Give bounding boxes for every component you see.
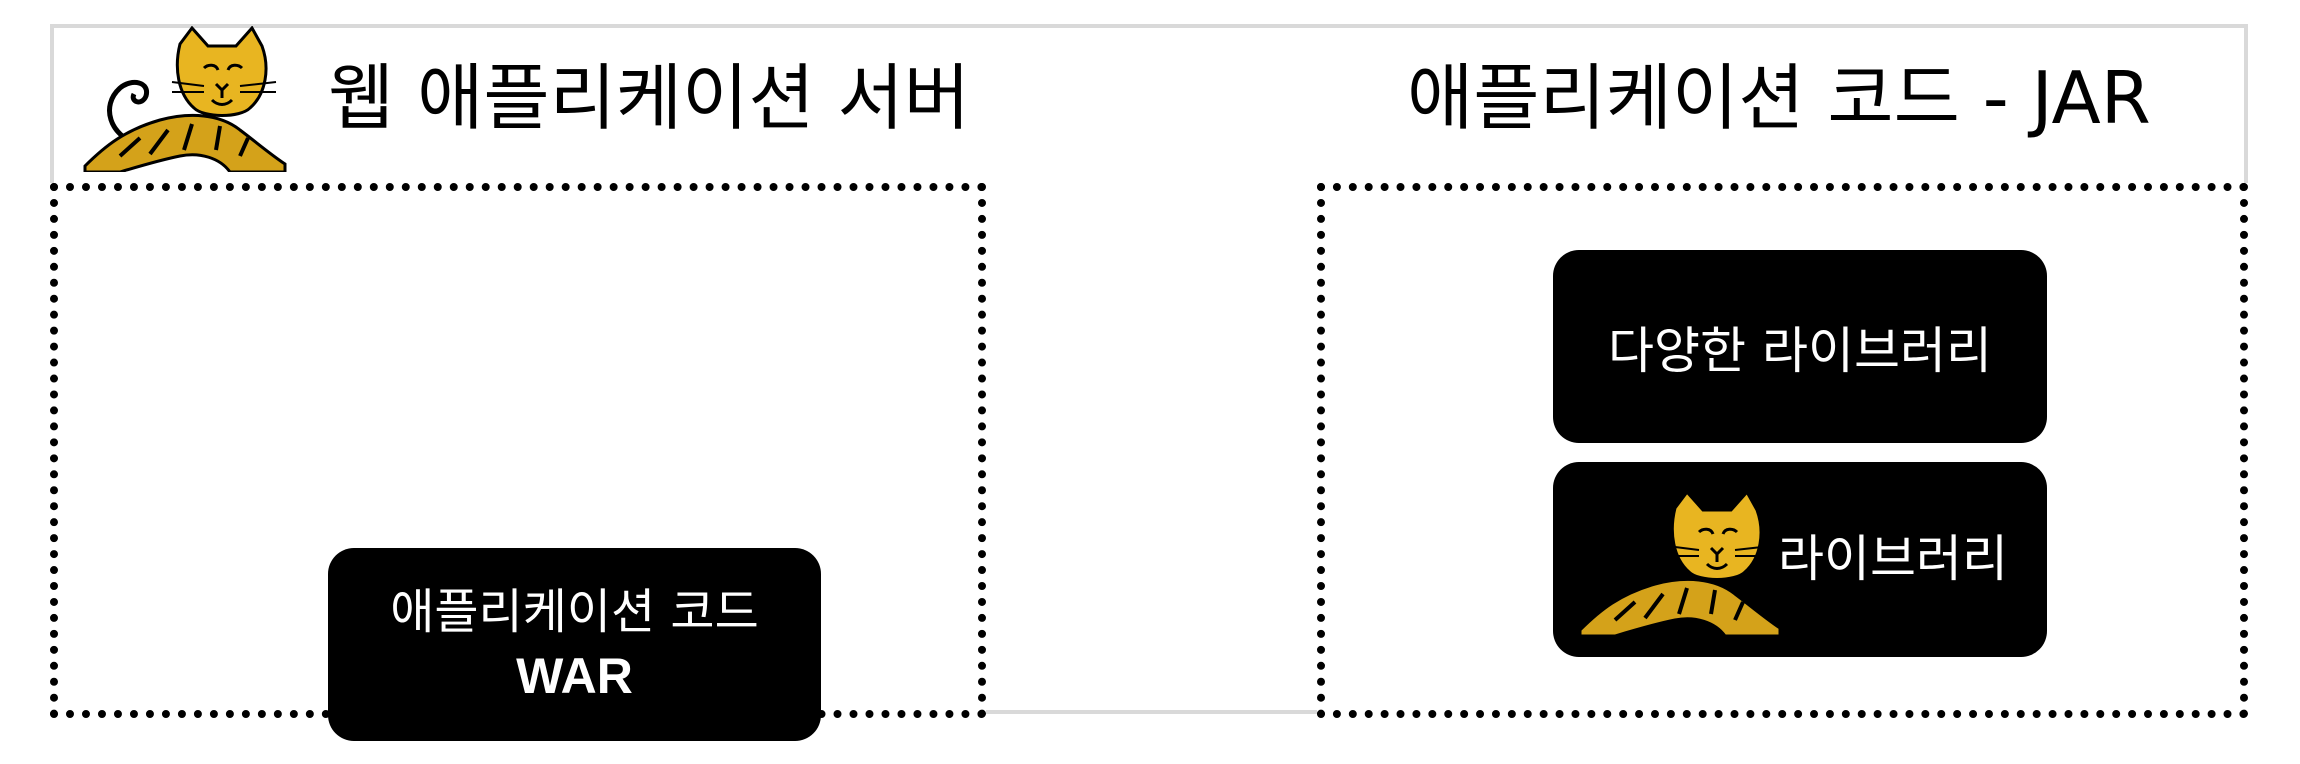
web-application-server-box: 애플리케이션 코드 WAR [50,183,986,741]
web-application-server-title: 웹 애플리케이션 서버 [328,56,970,140]
tomcat-logo-icon [1578,490,1782,636]
application-code-jar-title: 애플리케이션 코드 - JAR [1407,56,2151,140]
tomcat-logo-icon [83,26,287,172]
tomcat-library-block: 라이브러리 [1553,462,2047,657]
various-libraries-block: 다양한 라이브러리 [1553,250,2047,443]
war-label: WAR [516,647,633,704]
application-code-label: 애플리케이션 코드 [390,583,759,640]
application-code-war-block: 애플리케이션 코드 WAR [328,548,821,741]
tomcat-library-label: 라이브러리 [1778,530,2008,588]
